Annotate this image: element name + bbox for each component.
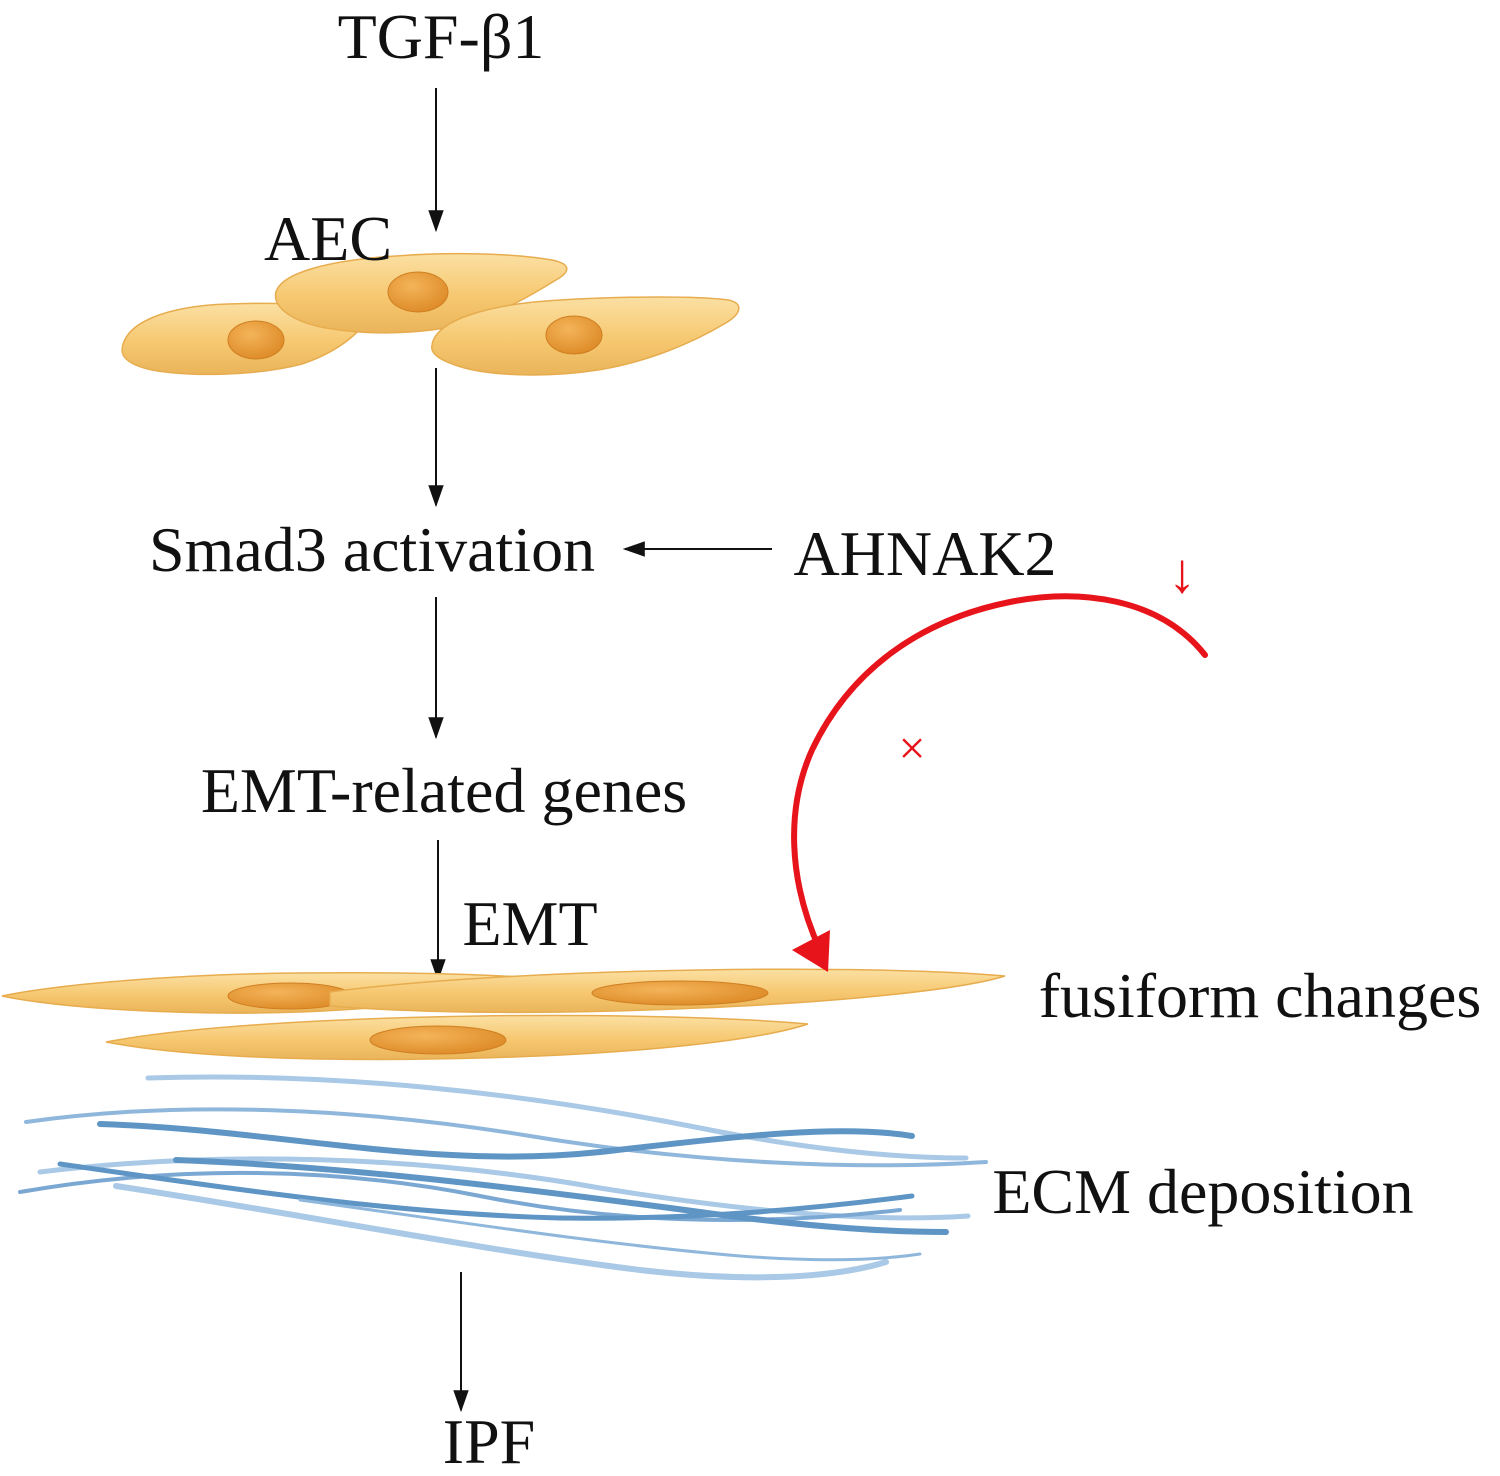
emt-label: EMT [462,888,597,959]
blocked-cross-icon: × [898,722,925,775]
ahnak2-downregulation-arrow-icon: ↓ [1168,543,1196,605]
aec-cell-cluster [121,252,740,376]
pathway-arrows [428,88,772,1413]
ecm-fiber [113,1183,889,1281]
ahnak2-inhibition-arrow [791,593,1208,972]
fusiform-cell-3 [105,1014,809,1061]
aec-label: AEC [264,203,392,274]
fusiform-cell-cluster [1,968,1006,1061]
tgf-beta1-label: TGF-β1 [338,1,545,72]
ecm-fibers [18,1074,988,1281]
ecm-deposition-label: ECM deposition [992,1156,1413,1227]
ipf-label: IPF [443,1406,536,1476]
aec-cell-right [431,296,740,376]
ecm-fiber [57,1161,915,1221]
ecm-fiber [298,1198,922,1262]
emt-related-genes-label: EMT-related genes [201,755,687,826]
fusiform-cell-2 [329,968,1006,1014]
ecm-fiber [173,1157,949,1235]
ecm-fiber [97,1121,915,1160]
smad3-activation-label: Smad3 activation [149,514,595,585]
ecm-fiber [24,1107,988,1168]
ahnak2-label: AHNAK2 [793,518,1056,589]
ecm-fiber [145,1074,969,1161]
fusiform-changes-label: fusiform changes [1039,960,1482,1031]
